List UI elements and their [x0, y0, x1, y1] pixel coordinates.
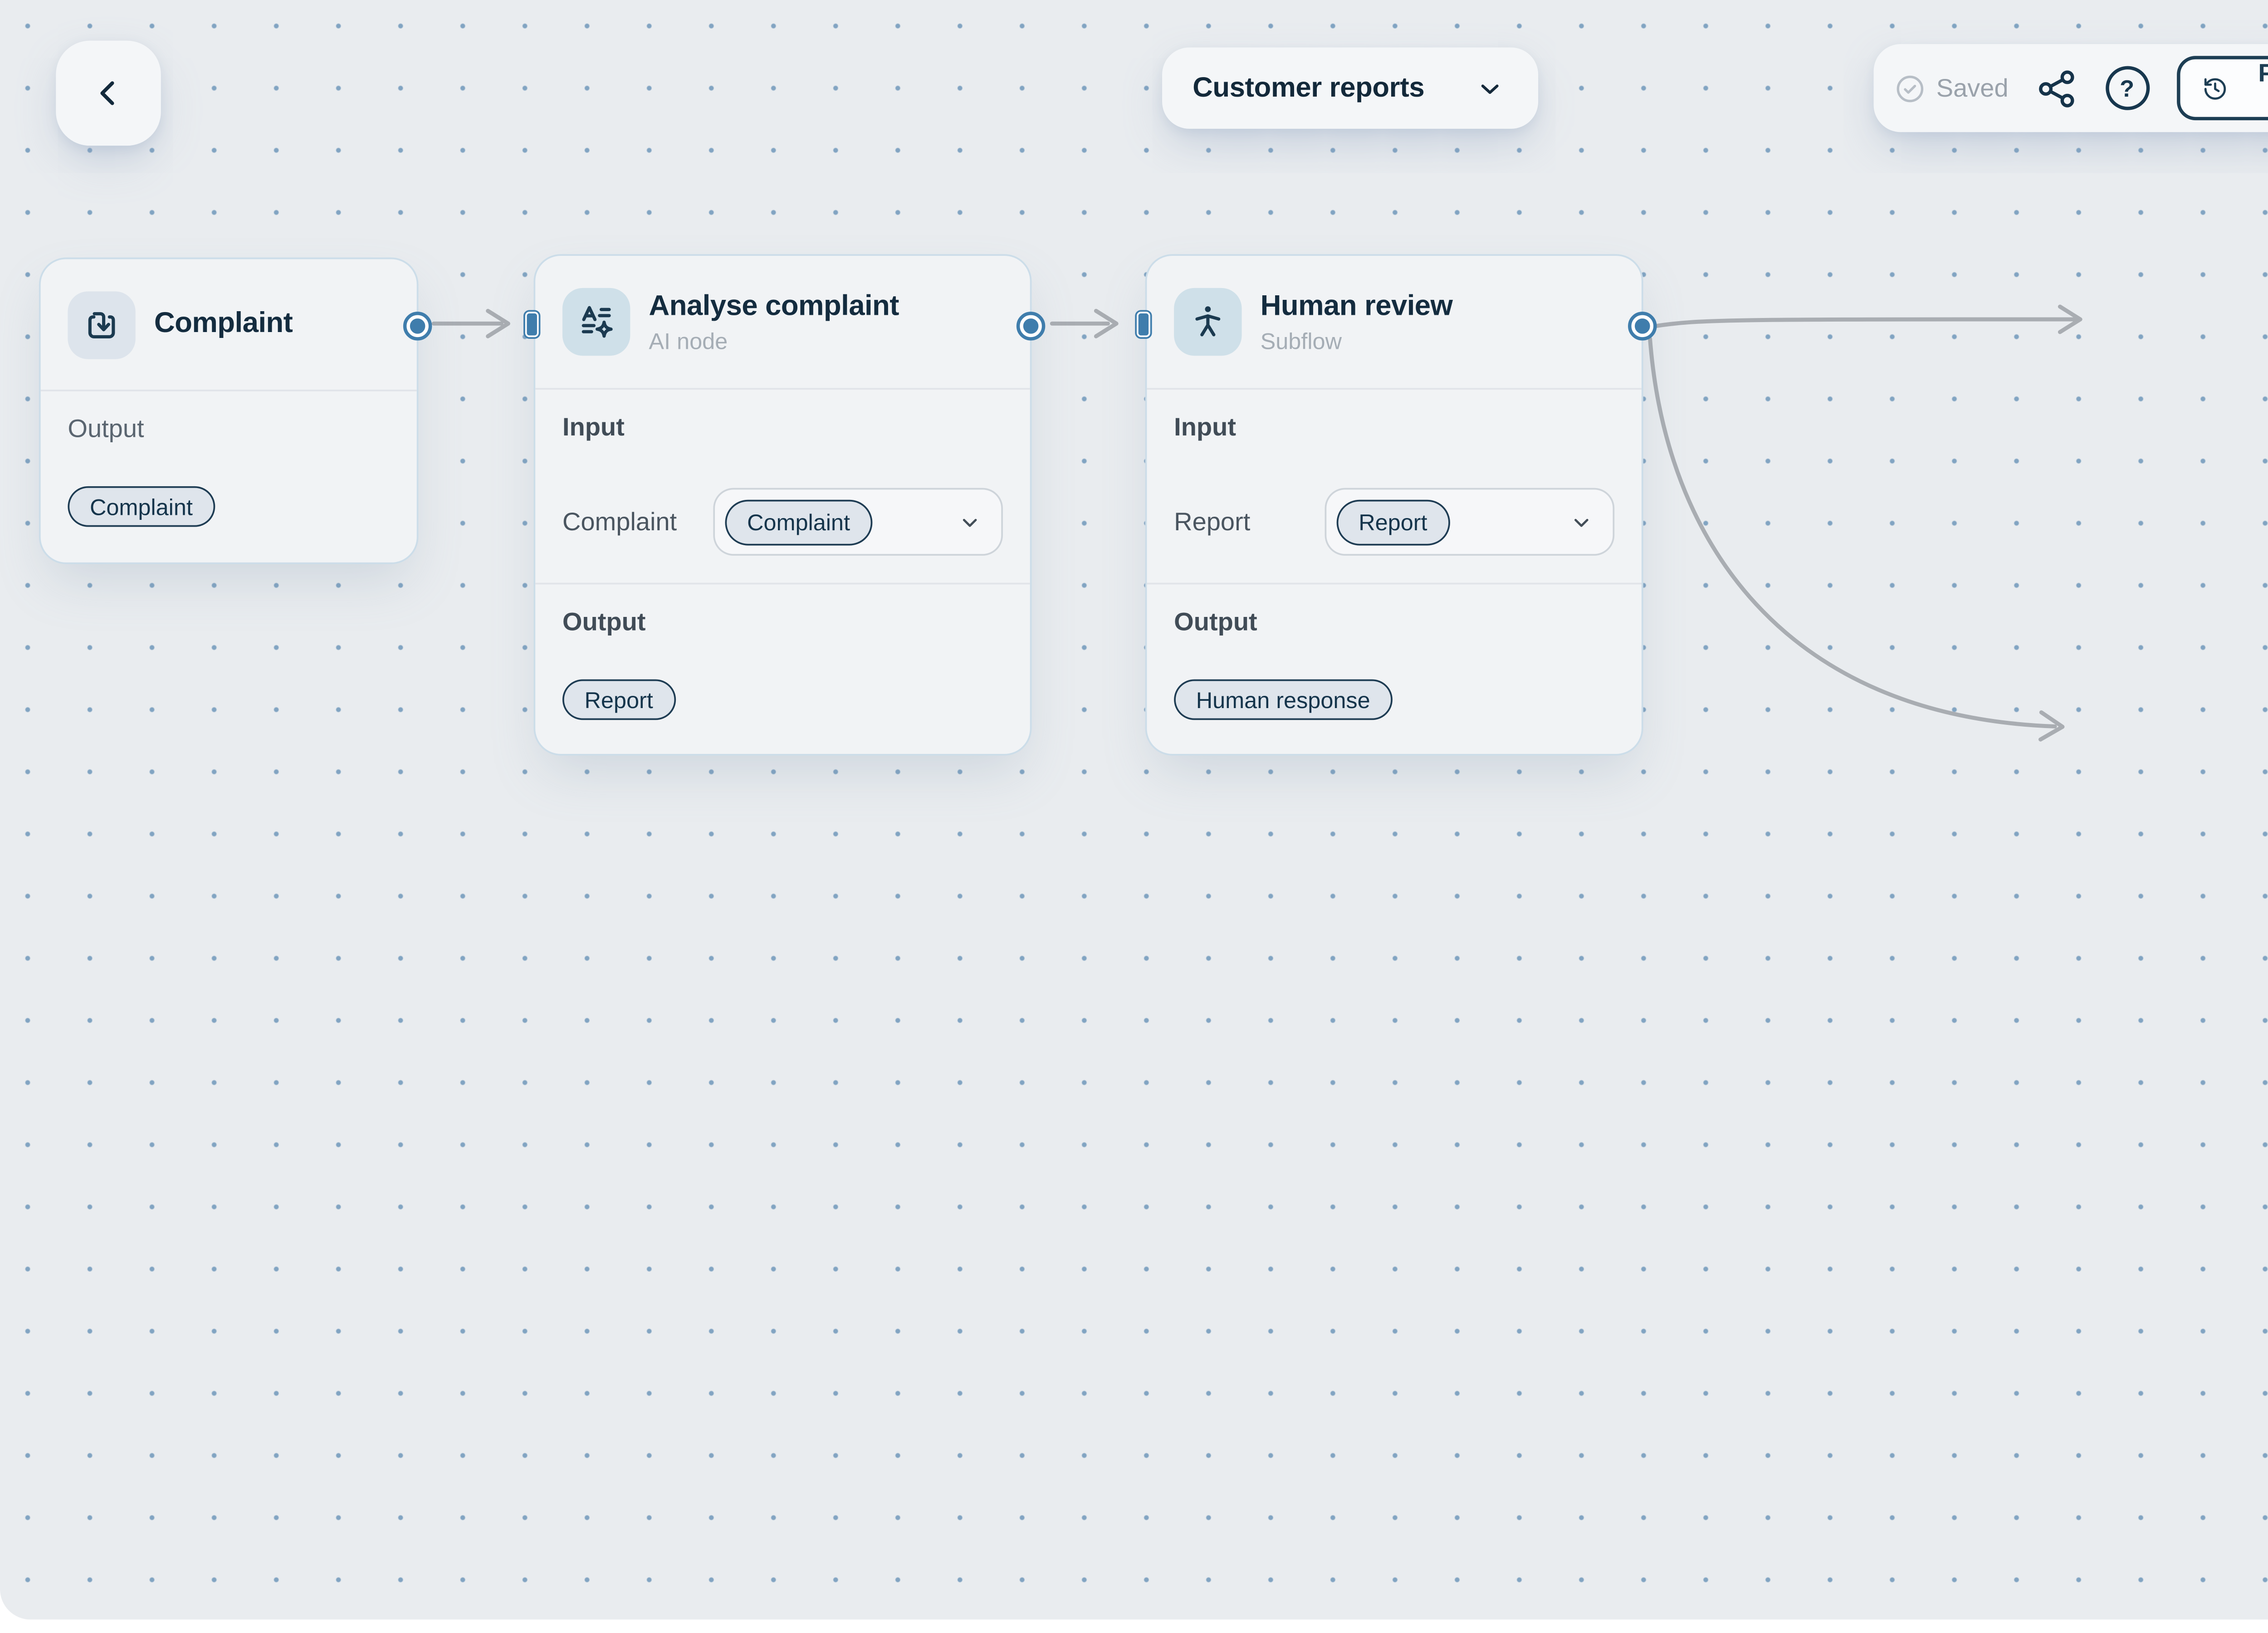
chevron-down-icon	[963, 518, 977, 526]
node-human-review[interactable]: Human review Subflow Input Report Report…	[1135, 254, 1657, 756]
person-icon	[1174, 288, 1242, 356]
saved-label: Saved	[1936, 73, 2009, 103]
node-analyse-header: Analyse complaint AI node	[535, 256, 1030, 390]
node-title: Analyse complaint	[649, 290, 899, 323]
input-connector-port[interactable]	[523, 310, 541, 339]
chevron-left-icon	[100, 81, 114, 105]
output-chip: Report	[562, 679, 675, 720]
output-section-label: Output	[68, 415, 144, 444]
ai-text-analysis-icon	[562, 288, 631, 356]
node-analyse-complaint[interactable]: Analyse complaint AI node Input Complain…	[523, 254, 1046, 756]
history-icon	[2204, 77, 2225, 99]
output-connector-handle[interactable]	[403, 311, 432, 340]
node-subtitle: AI node	[649, 328, 728, 354]
selected-value-chip: Complaint	[725, 499, 872, 545]
input-source-select[interactable]: Report	[1325, 488, 1615, 556]
input-row: Complaint Complaint	[562, 488, 1003, 556]
input-row: Report Report	[1174, 488, 1615, 556]
output-chip: Complaint	[68, 486, 215, 527]
node-title: Human review	[1260, 290, 1453, 323]
previous-runs-label: Previous Runs	[2241, 59, 2268, 117]
flow-title-dropdown[interactable]: Customer reports	[1162, 47, 1539, 129]
share-icon	[2038, 69, 2073, 107]
actions-toolbar: Saved ? Previous Runs New Run	[1873, 44, 2268, 132]
chevron-down-icon	[1574, 518, 1589, 526]
input-connector-port[interactable]	[1135, 310, 1152, 339]
selected-value-chip: Report	[1336, 499, 1450, 545]
input-label: Report	[1174, 507, 1251, 537]
input-section-label: Input	[562, 413, 625, 442]
section-divider	[535, 582, 1030, 585]
input-source-select[interactable]: Complaint	[713, 488, 1003, 556]
saved-status: Saved	[1894, 72, 2009, 104]
help-button[interactable]: ?	[2105, 66, 2149, 110]
input-label: Complaint	[562, 507, 677, 537]
input-section-label: Input	[1174, 413, 1237, 442]
share-button[interactable]	[2035, 67, 2077, 109]
check-circle-icon	[1897, 74, 1924, 102]
output-section-label: Output	[1174, 608, 1257, 637]
section-divider	[1147, 582, 1642, 585]
node-human-review-header: Human review Subflow	[1147, 256, 1642, 390]
output-connector-handle[interactable]	[1628, 311, 1657, 340]
node-complaint[interactable]: Complaint Output Complaint	[39, 257, 432, 564]
back-button[interactable]	[56, 40, 161, 146]
flow-title: Customer reports	[1193, 72, 1425, 103]
output-section-label: Output	[562, 608, 646, 637]
output-connector-handle[interactable]	[1016, 311, 1046, 340]
tray-import-icon	[68, 290, 136, 358]
previous-runs-button[interactable]: Previous Runs	[2176, 56, 2268, 121]
output-chip: Human response	[1174, 679, 1393, 720]
node-subtitle: Subflow	[1260, 328, 1342, 354]
question-mark-icon: ?	[2105, 66, 2149, 110]
node-title: Complaint	[154, 307, 293, 340]
chevron-down-icon	[1481, 83, 1499, 93]
node-complaint-header: Complaint	[40, 259, 417, 391]
